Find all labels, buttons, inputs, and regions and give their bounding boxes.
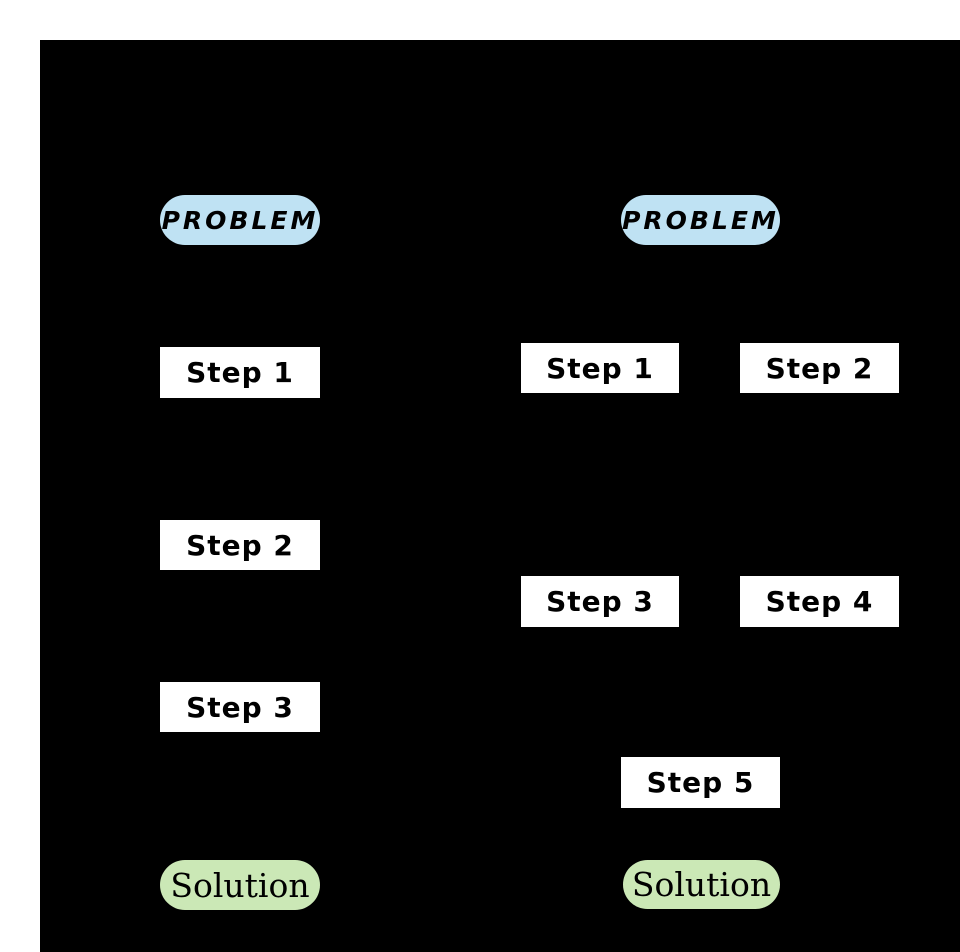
step-node-branching-1: Step 1: [521, 343, 679, 393]
diagram-canvas: PROBLEM Step 1 Step 2 Step 3 Solution PR…: [40, 40, 960, 952]
step-node-linear-2: Step 2: [160, 520, 320, 570]
step-node-branching-3: Step 3: [521, 576, 679, 627]
step-node-branching-2: Step 2: [740, 343, 899, 393]
problem-node-branching: PROBLEM: [621, 195, 780, 245]
step-node-linear-1: Step 1: [160, 347, 320, 398]
problem-node-linear: PROBLEM: [160, 195, 320, 245]
solution-node-branching: Solution: [623, 860, 780, 909]
solution-node-linear: Solution: [160, 860, 320, 910]
step-node-linear-3: Step 3: [160, 682, 320, 732]
step-node-branching-5: Step 5: [621, 757, 780, 808]
step-node-branching-4: Step 4: [740, 576, 899, 627]
